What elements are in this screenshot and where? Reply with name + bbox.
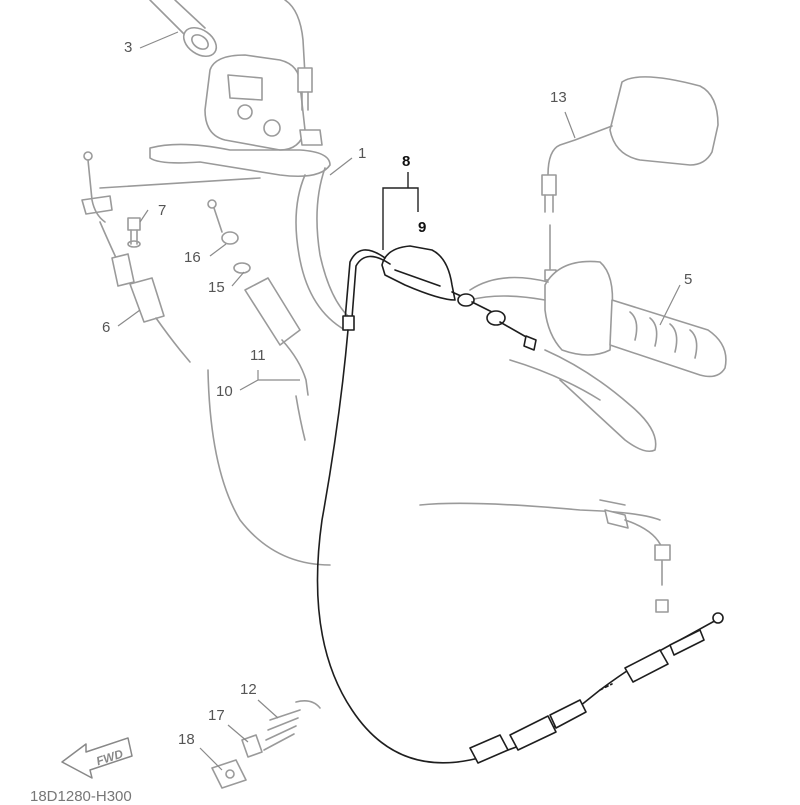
leader-lines	[117, 31, 681, 771]
callout-15: 15	[208, 279, 225, 296]
left-handlebar-assembly	[81, 0, 351, 566]
callout-1: 1	[358, 145, 367, 162]
callout-7: 7	[158, 202, 167, 219]
callout-9: 9	[418, 219, 427, 236]
callout-18: 18	[178, 731, 195, 748]
callout-11: 11	[250, 347, 266, 364]
small-parts	[211, 700, 321, 789]
callout-12: 12	[240, 681, 257, 698]
throttle-cable-assembly	[316, 245, 724, 764]
callout-16: 16	[184, 249, 201, 266]
callout-8: 8	[402, 153, 411, 170]
right-handlebar-assembly	[419, 76, 727, 613]
callout-10: 10	[216, 383, 233, 400]
callout-17: 17	[208, 707, 225, 724]
callout-13: 13	[550, 89, 567, 106]
fwd-direction-icon: FWD	[61, 737, 133, 779]
callout-5: 5	[684, 271, 693, 288]
diagram-part-code: 18D1280-H300	[30, 788, 132, 805]
callout-6: 6	[102, 319, 111, 336]
callout-3: 3	[124, 39, 133, 56]
